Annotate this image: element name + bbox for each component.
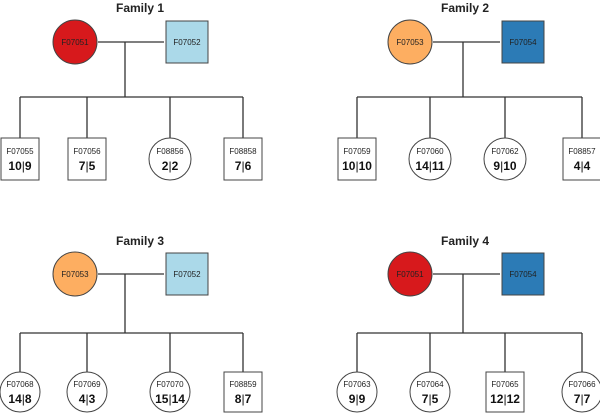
son-node[interactable] [67, 137, 107, 181]
daughter-node[interactable] [561, 371, 600, 413]
son-node[interactable] [223, 137, 263, 181]
child-id-label: F07069 [73, 380, 101, 389]
son-node[interactable] [562, 137, 600, 181]
daughter-node[interactable] [0, 371, 41, 413]
daughter-node[interactable] [408, 137, 452, 181]
son-node[interactable] [485, 371, 525, 413]
daughter-node[interactable] [66, 371, 108, 413]
son-node[interactable] [0, 137, 40, 181]
son-node[interactable] [223, 371, 263, 413]
mother-node[interactable] [52, 19, 98, 65]
child-value-label: 4|3 [79, 392, 96, 406]
child-value-label: 12|12 [490, 392, 520, 406]
family-title: Family 1 [116, 1, 164, 15]
son-node[interactable] [337, 137, 377, 181]
parent-id-label: F07051 [61, 38, 89, 47]
daughter-node[interactable] [409, 371, 451, 413]
daughter-node[interactable] [148, 137, 192, 181]
child-id-label: F07059 [343, 147, 371, 156]
parent-id-label: F07052 [173, 38, 201, 47]
father-node[interactable] [165, 252, 209, 296]
child-value-label: 10|10 [342, 159, 372, 173]
child-id-label: F07055 [6, 147, 34, 156]
parent-id-label: F07054 [509, 38, 537, 47]
child-value-label: 15|14 [155, 392, 185, 406]
daughter-node[interactable] [149, 371, 191, 413]
father-node[interactable] [501, 20, 545, 64]
child-value-label: 8|7 [235, 392, 252, 406]
child-value-label: 10|9 [8, 159, 31, 173]
child-id-label: F08857 [568, 147, 596, 156]
family-title: Family 2 [441, 1, 489, 15]
daughter-node[interactable] [336, 371, 378, 413]
child-value-label: 9|10 [493, 159, 516, 173]
child-id-label: F07070 [156, 380, 184, 389]
child-value-label: 7|7 [574, 392, 591, 406]
child-value-label: 7|6 [235, 159, 252, 173]
child-value-label: 14|8 [8, 392, 31, 406]
father-node[interactable] [165, 20, 209, 64]
child-id-label: F07065 [491, 380, 519, 389]
child-value-label: 4|4 [574, 159, 591, 173]
parent-id-label: F07053 [396, 38, 424, 47]
child-id-label: F07060 [416, 147, 444, 156]
father-node[interactable] [501, 252, 545, 296]
family-title: Family 3 [116, 234, 164, 248]
daughter-node[interactable] [483, 137, 527, 181]
child-value-label: 7|5 [422, 392, 439, 406]
parent-id-label: F07054 [509, 270, 537, 279]
parent-id-label: F07051 [396, 270, 424, 279]
child-value-label: 9|9 [349, 392, 366, 406]
mother-node[interactable] [387, 19, 433, 65]
child-value-label: 2|2 [162, 159, 179, 173]
child-id-label: F07056 [73, 147, 101, 156]
mother-node[interactable] [387, 251, 433, 297]
mother-node[interactable] [52, 251, 98, 297]
family-title: Family 4 [441, 234, 489, 248]
child-id-label: F07066 [568, 380, 596, 389]
child-id-label: F07063 [343, 380, 371, 389]
child-id-label: F08859 [229, 380, 257, 389]
child-id-label: F07064 [416, 380, 444, 389]
child-id-label: F07068 [6, 380, 34, 389]
child-id-label: F08856 [156, 147, 184, 156]
parent-id-label: F07053 [61, 270, 89, 279]
parent-id-label: F07052 [173, 270, 201, 279]
child-value-label: 14|11 [415, 159, 444, 173]
child-id-label: F08858 [229, 147, 257, 156]
child-value-label: 7|5 [79, 159, 96, 173]
child-id-label: F07062 [491, 147, 519, 156]
